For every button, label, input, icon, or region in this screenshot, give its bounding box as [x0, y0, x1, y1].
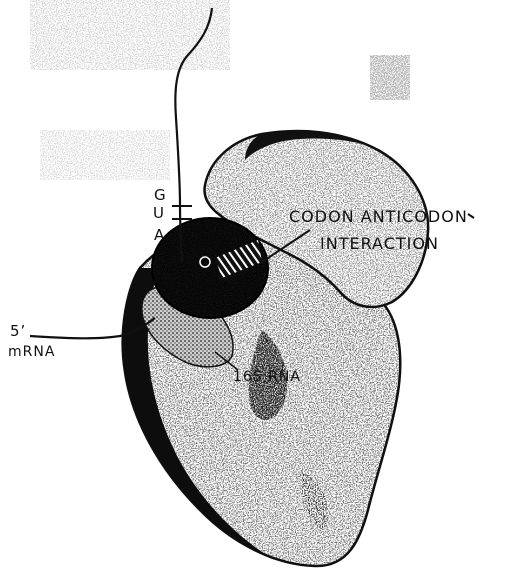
base-a-label: A: [154, 226, 165, 244]
five-prime-label: 5’: [10, 322, 26, 340]
interaction-label: INTERACTION: [320, 234, 439, 253]
stray-mark: [468, 214, 474, 218]
rrna-label: 16S RNA: [233, 369, 301, 385]
base-g-label: G: [154, 186, 167, 204]
mrna-label: mRNA: [8, 344, 55, 360]
base-u-label: U: [153, 204, 165, 222]
anticodon-disc: [152, 218, 268, 318]
codon-anticodon-label: CODON ANTICODON: [289, 207, 468, 226]
